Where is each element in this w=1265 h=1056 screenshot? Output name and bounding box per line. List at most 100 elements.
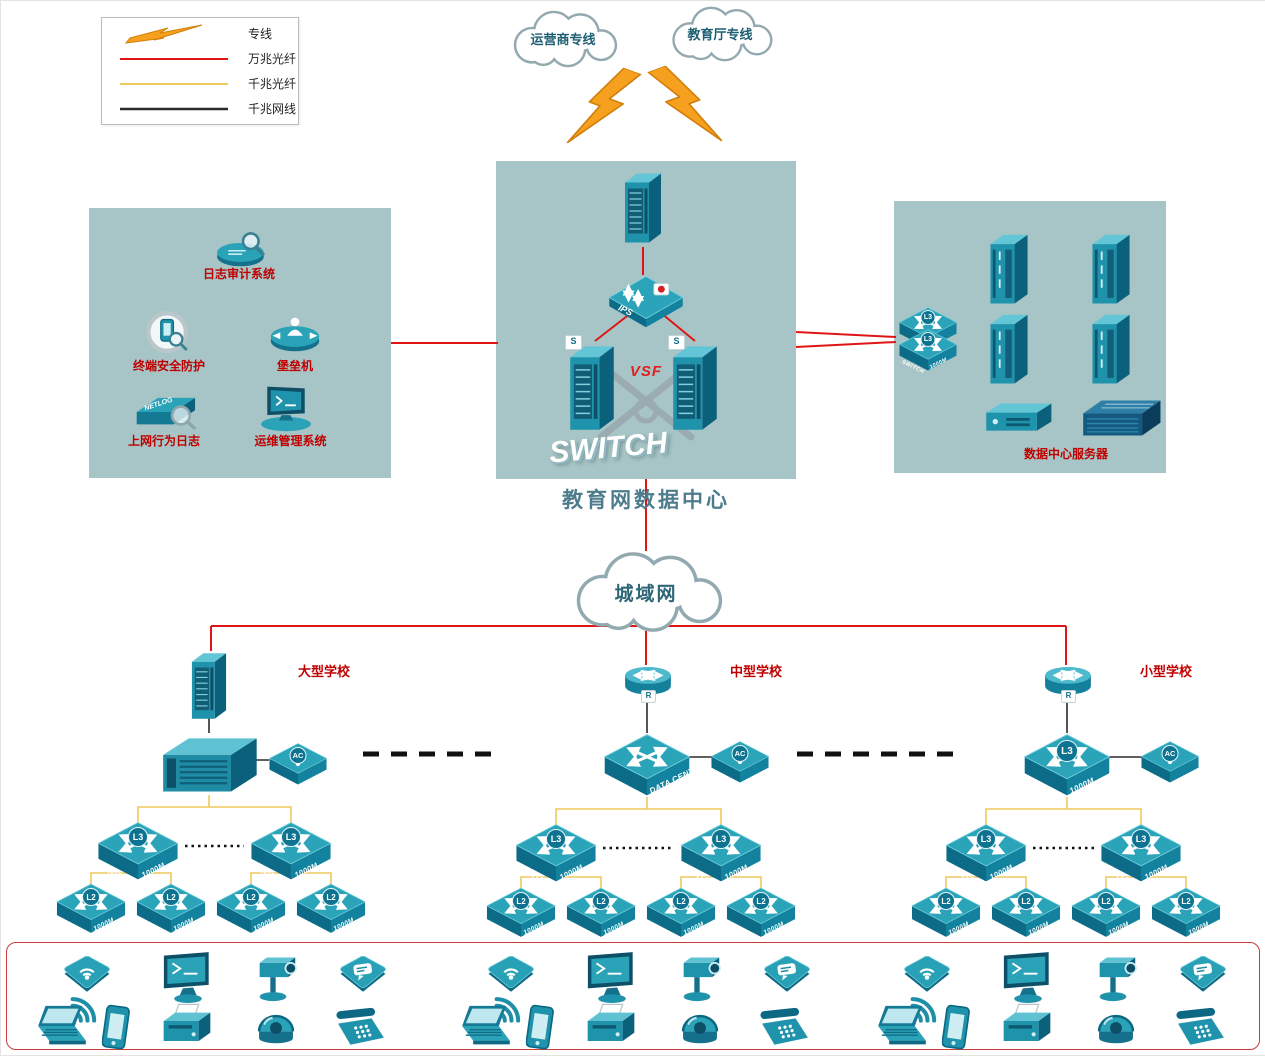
- terminal-security-label: 终端安全防护: [132, 359, 205, 373]
- telephone-icon: [331, 1006, 391, 1050]
- l3-badge: L3: [920, 310, 936, 325]
- firewall-icon: [619, 167, 667, 249]
- dc-switch-stack-icon: L3 SWITCH 1000M: [897, 327, 959, 375]
- legend-item: 专线: [102, 22, 298, 45]
- server-chip: S: [668, 335, 685, 350]
- dome-camera-icon: [673, 1006, 727, 1050]
- l2-badge: L2: [242, 888, 260, 906]
- dc-rack-switch-icon: [1077, 395, 1163, 441]
- ops-management-label: 运维管理系统: [254, 434, 327, 448]
- pc-monitor-icon: [581, 950, 643, 1006]
- l3-switch-icon: L3 SWITCH 1000M: [1098, 821, 1184, 888]
- server-zone-title: 数据中心服务器: [1023, 447, 1108, 461]
- school-medium-label: 中型学校: [729, 664, 782, 679]
- l2-switch-icon: L2 SWITCH 1000M: [1149, 885, 1223, 942]
- core-switch-icon: L3 SWITCH 1000M: [1021, 731, 1113, 802]
- ptz-camera-icon: [249, 950, 313, 1006]
- l2-badge: L2: [1177, 892, 1195, 910]
- netlog-label: 上网行为日志: [127, 434, 200, 448]
- ac-controller-icon: AC: [709, 739, 771, 785]
- education-cloud-label: 教育厅专线: [687, 27, 753, 42]
- l2-badge: L2: [937, 892, 955, 910]
- l3-switch-icon: L3 SWITCH 1000M: [513, 821, 599, 888]
- school-large-label: 大型学校: [297, 664, 350, 679]
- dc-server-icon: [1085, 231, 1137, 311]
- terminal-group: [869, 946, 1265, 1048]
- l3-badge: L3: [1056, 740, 1078, 762]
- ac-controller-icon: AC: [1139, 739, 1201, 785]
- dc-server-icon: [983, 231, 1035, 311]
- router-chip: R: [641, 690, 656, 703]
- yellow-line-icon: [120, 82, 228, 85]
- ptz-camera-icon: [673, 950, 737, 1006]
- lightning-icon: [643, 51, 726, 163]
- l2-switch-icon: L2 SWITCH 1000M: [989, 885, 1063, 942]
- ptz-camera-icon: [1089, 950, 1153, 1006]
- carrier-cloud: 运营商专线: [488, 7, 638, 71]
- terminal-group: [29, 946, 429, 1048]
- l3-badge: L3: [128, 827, 148, 847]
- legend-label: 万兆光纤: [248, 52, 297, 66]
- l2-switch-icon: L2 SWITCH 1000M: [724, 885, 798, 942]
- laptop-icon: [869, 1004, 935, 1048]
- printer-icon: [157, 1002, 217, 1050]
- core-server-icon: S: [666, 335, 724, 437]
- ac-badge: AC: [1161, 745, 1179, 762]
- l2-switch-icon: L2 SWITCH 1000M: [54, 881, 128, 938]
- printer-icon: [997, 1002, 1057, 1050]
- l3-badge: L3: [1131, 829, 1151, 849]
- legend-label: 专线: [248, 27, 273, 41]
- carrier-cloud-label: 运营商专线: [530, 32, 596, 47]
- l2-badge: L2: [512, 892, 530, 910]
- dome-camera-icon: [1089, 1006, 1143, 1050]
- netlog-icon: NETLOG: [127, 389, 203, 435]
- voice-terminal-icon: [1175, 952, 1231, 994]
- l2-switch-icon: L2 SWITCH 1000M: [294, 881, 368, 938]
- l2-badge: L2: [82, 888, 100, 906]
- l2-switch-icon: L2 SWITCH 1000M: [484, 885, 558, 942]
- legend-item: 千兆光纤: [102, 72, 298, 95]
- log-audit-label: 日志审计系统: [202, 267, 275, 281]
- legend-label: 千兆光纤: [248, 77, 297, 91]
- school-small-label: 小型学校: [1139, 664, 1192, 679]
- pc-monitor-icon: [997, 950, 1059, 1006]
- printer-icon: [581, 1002, 641, 1050]
- voice-terminal-icon: [335, 952, 391, 994]
- l2-switch-icon: L2 SWITCH 1000M: [564, 885, 638, 942]
- l3-badge: L3: [711, 829, 731, 849]
- legend: 专线 万兆光纤 千兆光纤 千兆网线: [101, 17, 299, 125]
- dome-camera-icon: [249, 1006, 303, 1050]
- legend-item: 千兆网线: [102, 97, 298, 120]
- core-server-icon: S: [563, 335, 621, 437]
- core-switch-icon: SWITCH DATA CENTER: [601, 731, 706, 802]
- lightning-line-icon: [124, 24, 203, 44]
- l2-badge: L2: [322, 888, 340, 906]
- education-cloud: 教育厅专线: [646, 3, 794, 65]
- bastion-host-icon: [263, 313, 327, 355]
- legend-label: 千兆网线: [248, 102, 297, 116]
- l3-badge: L3: [976, 829, 996, 849]
- ops-management-icon: [253, 383, 319, 433]
- l2-badge: L2: [592, 892, 610, 910]
- smartphone-icon: [941, 1004, 971, 1052]
- router-chip: R: [1061, 690, 1076, 703]
- man-cloud-label: 城域网: [614, 584, 678, 605]
- man-cloud: 城域网: [539, 547, 753, 637]
- l3-badge: L3: [281, 827, 301, 847]
- dc-storage-icon: [979, 399, 1055, 437]
- l3-switch-icon: L3 SWITCH 1000M: [678, 821, 764, 888]
- laptop-icon: [453, 1004, 519, 1048]
- dc-server-icon: [1085, 311, 1137, 391]
- ips-icon: IPS: [604, 273, 688, 329]
- router-icon: R: [619, 663, 677, 703]
- black-line-icon: [120, 107, 228, 110]
- telephone-icon: [1171, 1006, 1231, 1050]
- bastion-host-label: 堡垒机: [276, 359, 313, 373]
- terminal-security-icon: [139, 307, 197, 359]
- pc-monitor-icon: [157, 950, 219, 1006]
- l2-badge: L2: [1097, 892, 1115, 910]
- l2-switch-icon: L2 SWITCH 1000M: [644, 885, 718, 942]
- ac-badge: AC: [731, 745, 749, 762]
- l3-switch-icon: L3 SWITCH 1000M: [248, 819, 334, 886]
